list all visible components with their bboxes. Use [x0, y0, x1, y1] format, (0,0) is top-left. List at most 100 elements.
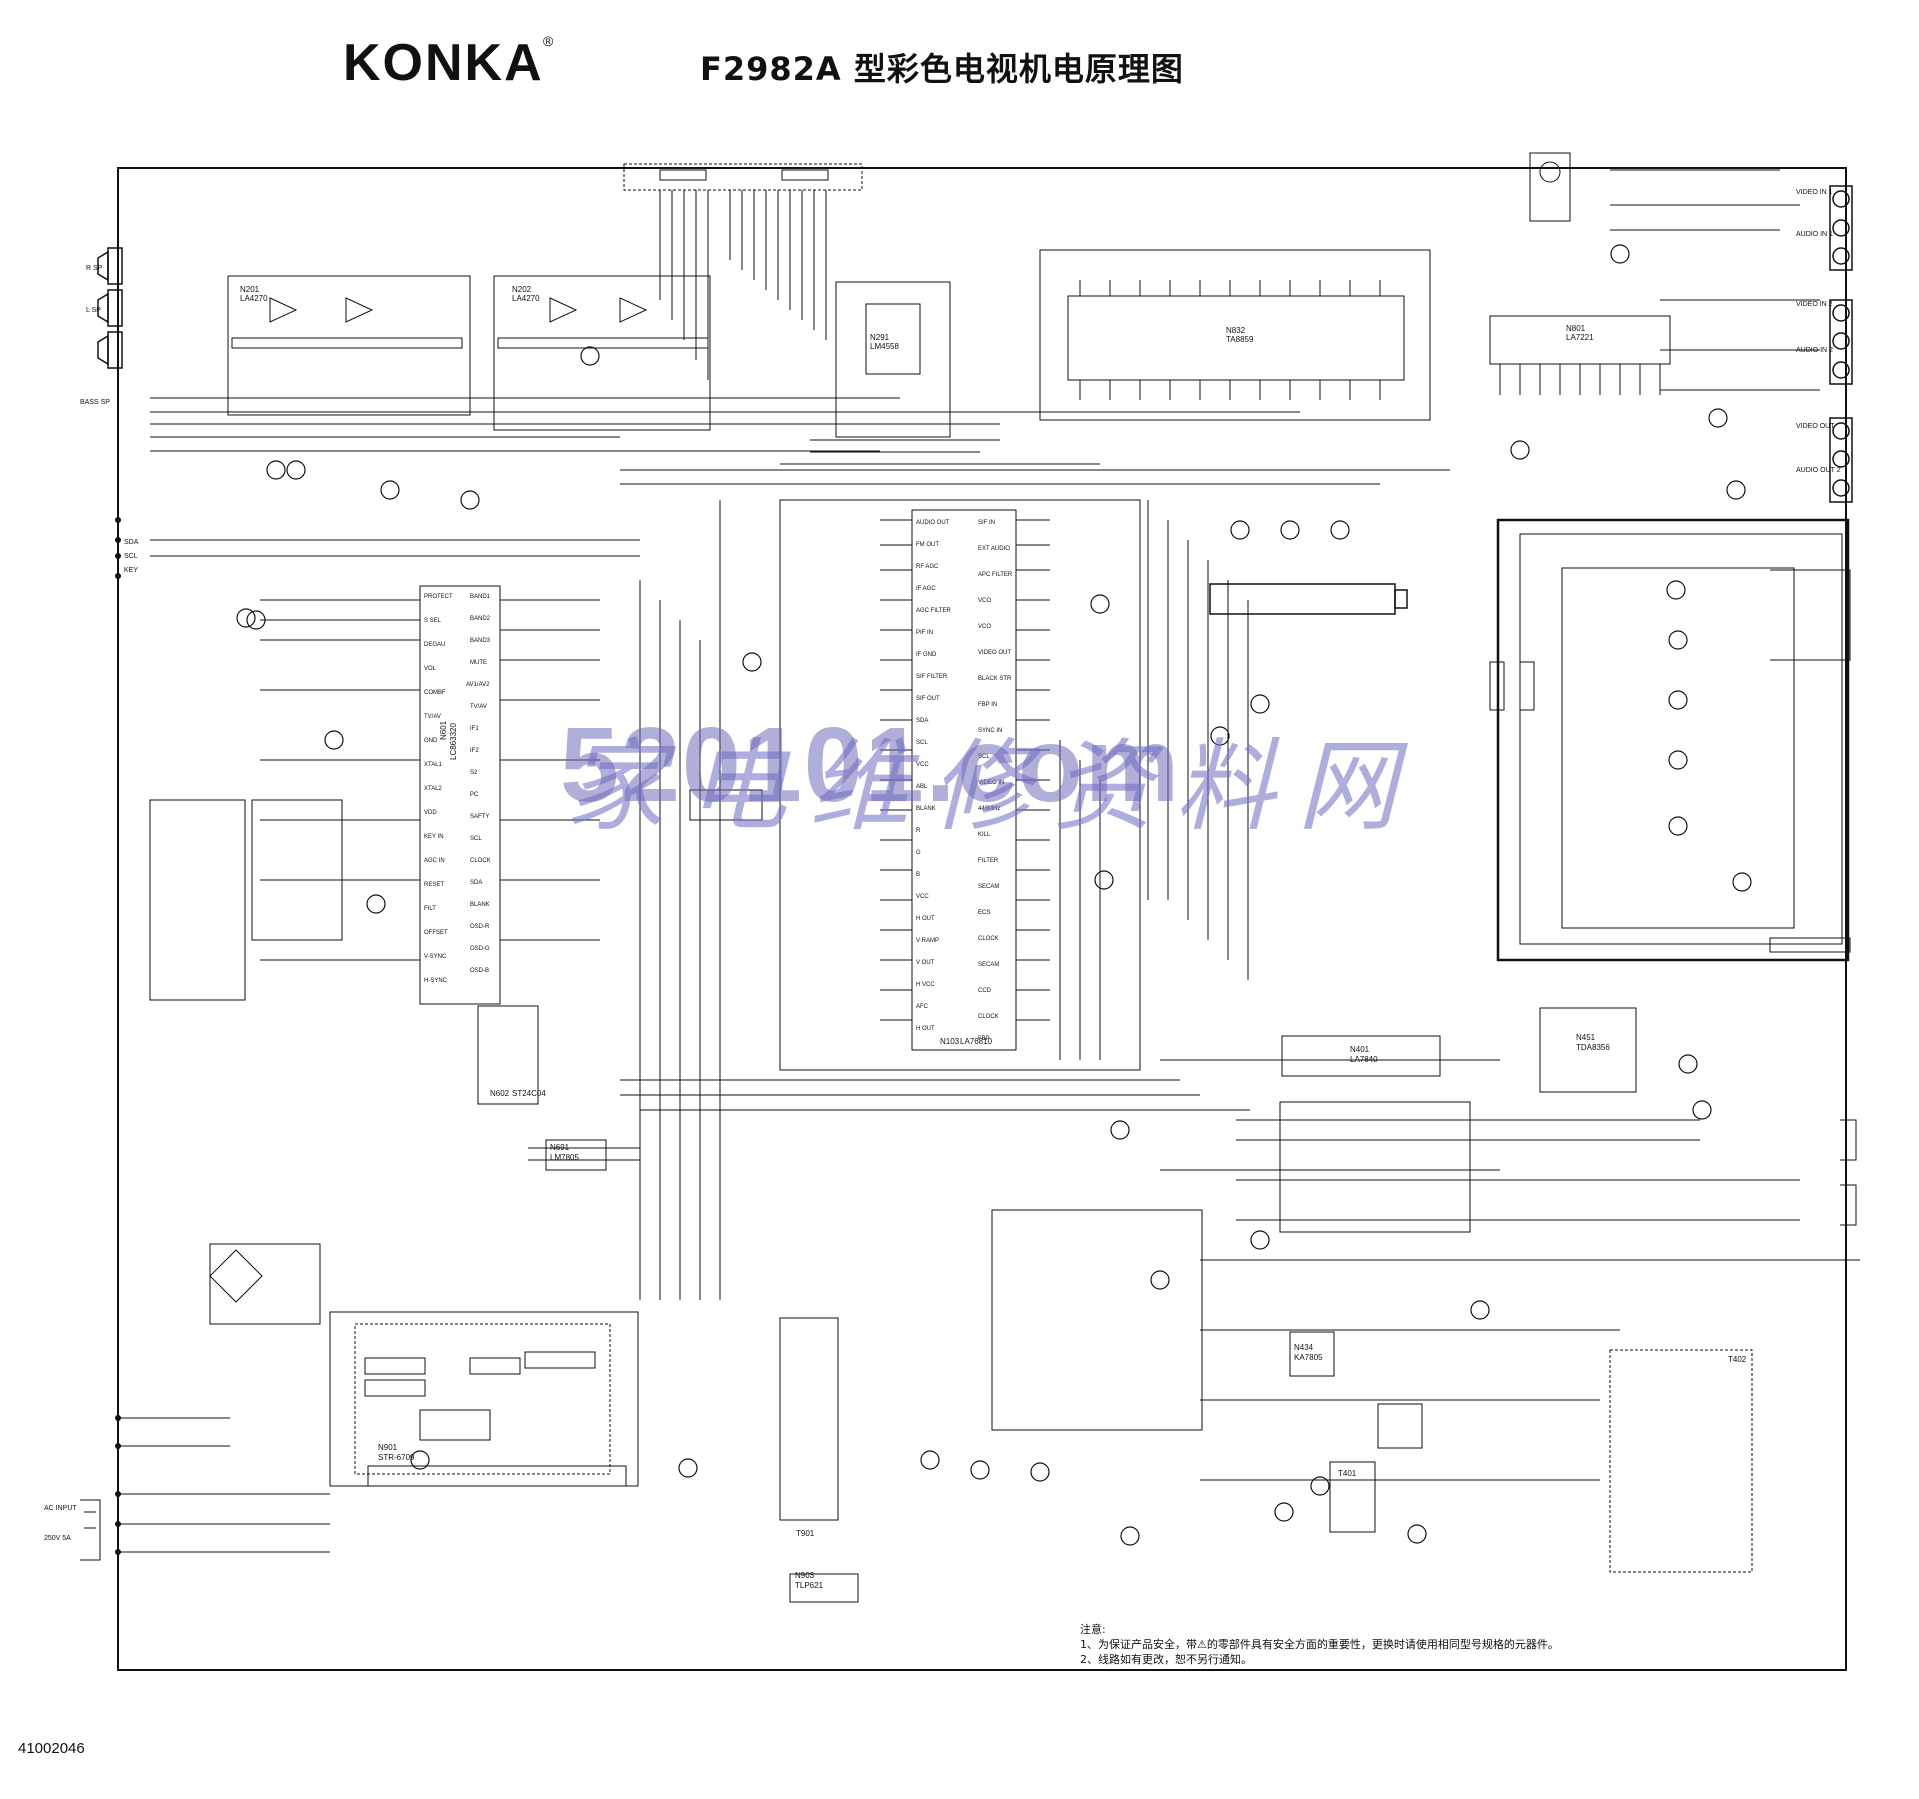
svg-text:VOL: VOL: [424, 666, 437, 672]
svg-text:MUTE: MUTE: [470, 660, 487, 666]
svg-text:OSD-R: OSD-R: [470, 924, 490, 930]
n103-pin-labels: AUDIO OUT FM OUT RF AGC IF AGC AGC FILTE…: [916, 520, 1013, 1042]
svg-text:SECAM: SECAM: [978, 884, 999, 890]
ic-n291-body: [865, 303, 921, 375]
svg-text:VIDEO OUT: VIDEO OUT: [978, 650, 1011, 656]
svg-text:S2: S2: [470, 770, 478, 776]
svg-text:RESET: RESET: [424, 882, 444, 888]
svg-text:SAFTY: SAFTY: [470, 814, 489, 820]
ic-label-n602: N602: [490, 1089, 510, 1098]
svg-text:CLOCK: CLOCK: [978, 936, 999, 942]
svg-text:PIF IN: PIF IN: [916, 630, 933, 636]
n103-section: [620, 469, 1450, 1111]
ic-label-n903: N903: [795, 1571, 815, 1580]
ic-label-n832: N832: [1226, 326, 1246, 335]
ic-label-t402: T402: [1728, 1355, 1747, 1364]
connector-labels: R SP L SP BASS SP VIDEO IN 1 AUDIO IN 1 …: [44, 189, 1841, 1542]
svg-text:AGC FILTER: AGC FILTER: [916, 608, 952, 614]
ic-n901-pins: [367, 1465, 627, 1487]
svg-text:BLANK: BLANK: [470, 902, 490, 908]
av-jacks: [1829, 185, 1853, 503]
n801-section: [1489, 152, 1820, 395]
svg-text:FBP IN: FBP IN: [978, 702, 997, 708]
ic-label-n103: N103: [940, 1037, 960, 1046]
svg-text:OSD-B: OSD-B: [470, 968, 489, 974]
svg-text:PC: PC: [470, 792, 479, 798]
ic-part-n291: LM4558: [870, 342, 899, 351]
ic-n202-body: [497, 337, 709, 349]
power-supply: [80, 1243, 859, 1603]
svg-text:AUDIO OUT: AUDIO OUT: [916, 520, 950, 526]
document-number: 41002046: [18, 1740, 85, 1757]
svg-text:XTAL2: XTAL2: [424, 786, 443, 792]
ic-n602-body: [477, 1005, 539, 1105]
svg-text:EXT AUDIO: EXT AUDIO: [978, 546, 1010, 552]
svg-text:XTAL1: XTAL1: [424, 762, 443, 768]
n601-pin-labels: PROTECT S SEL DEGAU VOL COMBF TV/AV GND …: [424, 594, 491, 984]
label-audio-in-2: AUDIO IN 2: [1796, 347, 1833, 354]
svg-text:G: G: [916, 850, 921, 856]
ic-label-n434: N434: [1294, 1343, 1314, 1352]
svg-text:PROTECT: PROTECT: [424, 594, 453, 600]
svg-text:AFC: AFC: [916, 1004, 929, 1010]
label-ac-rating: 250V 5A: [44, 1535, 71, 1542]
logo-text: KONKA: [343, 34, 544, 92]
ic-label-n801: N801: [1566, 324, 1586, 333]
ic-n434-body: [1289, 1331, 1335, 1377]
svg-text:CLOCK: CLOCK: [978, 1014, 999, 1020]
bridge-rectifier: [209, 1249, 263, 1303]
ic-label-t901: T901: [796, 1529, 815, 1538]
svg-text:IF GND: IF GND: [916, 652, 937, 658]
label-audio-in-1: AUDIO IN 1: [1796, 231, 1833, 238]
svg-text:FM OUT: FM OUT: [916, 542, 939, 548]
audio-amp-section: [150, 275, 1300, 452]
svg-text:B: B: [916, 872, 920, 878]
ic-n451-body: [1539, 1007, 1637, 1093]
svg-text:R: R: [916, 828, 921, 834]
svg-text:VIDEO IN: VIDEO IN: [978, 780, 1004, 786]
konka-logo: KONKA ®: [343, 28, 554, 98]
svg-text:COMBF: COMBF: [424, 690, 446, 696]
ic-part-n103: LA76810: [960, 1037, 993, 1046]
ic-label-n901: N901: [378, 1443, 398, 1452]
label-audio-out-2: AUDIO OUT 2: [1796, 467, 1841, 474]
schematic-title: F2982A 型彩色电视机电原理图: [700, 50, 1184, 88]
logo-graphic: KONKA ®: [343, 33, 554, 92]
svg-text:DEGAU: DEGAU: [424, 642, 445, 648]
ic-part-n202: LA4270: [512, 294, 540, 303]
ic-part-n401: LA7840: [1350, 1055, 1378, 1064]
label-bus-scl: SCL: [124, 553, 138, 560]
svg-text:TV/AV: TV/AV: [470, 704, 487, 710]
svg-text:SIF IN: SIF IN: [978, 520, 995, 526]
ic-labels: N201 LA4270 N202 LA4270 N291 LM4558 N832…: [240, 285, 1747, 1590]
ic-part-n903: TLP621: [795, 1581, 824, 1590]
ic-n601-body: [419, 585, 501, 1005]
tuner-block: [1209, 583, 1408, 615]
svg-text:SDA: SDA: [916, 718, 928, 724]
transistor-symbols: [236, 244, 1752, 1546]
ic-part-n691: LM7805: [550, 1153, 579, 1162]
svg-text:BLANK: BLANK: [916, 806, 936, 812]
svg-text:SDA: SDA: [470, 880, 482, 886]
svg-text:H OUT: H OUT: [916, 1026, 935, 1032]
mid-wiring: [528, 500, 1500, 1431]
svg-text:H-SYNC: H-SYNC: [424, 978, 448, 984]
svg-text:SCL: SCL: [470, 836, 482, 842]
svg-text:AGC IN: AGC IN: [424, 858, 445, 864]
notes-block: 注意: 1、为保证产品安全，带⚠的零部件具有安全方面的重要性，更换时请使用相同型…: [1080, 1622, 1559, 1667]
watermark-domain: 520101.com: [560, 706, 1182, 824]
svg-text:443MHz: 443MHz: [978, 806, 1000, 812]
svg-text:VCO: VCO: [978, 598, 991, 604]
deflection-section: [1236, 1007, 1857, 1573]
svg-text:H OUT: H OUT: [916, 916, 935, 922]
svg-text:CCD: CCD: [978, 988, 992, 994]
watermark-chinese: 家电维修资料网: [565, 728, 1419, 845]
svg-text:VDD: VDD: [424, 810, 437, 816]
notes-line-2: 2、线路如有更改，恕不另行通知。: [1080, 1653, 1252, 1666]
svg-text:IF2: IF2: [470, 748, 479, 754]
label-video-out: VIDEO OUT: [1796, 423, 1835, 430]
svg-text:ABL: ABL: [916, 784, 928, 790]
svg-text:V OUT: V OUT: [916, 960, 935, 966]
transformer-t901: [779, 1317, 839, 1521]
